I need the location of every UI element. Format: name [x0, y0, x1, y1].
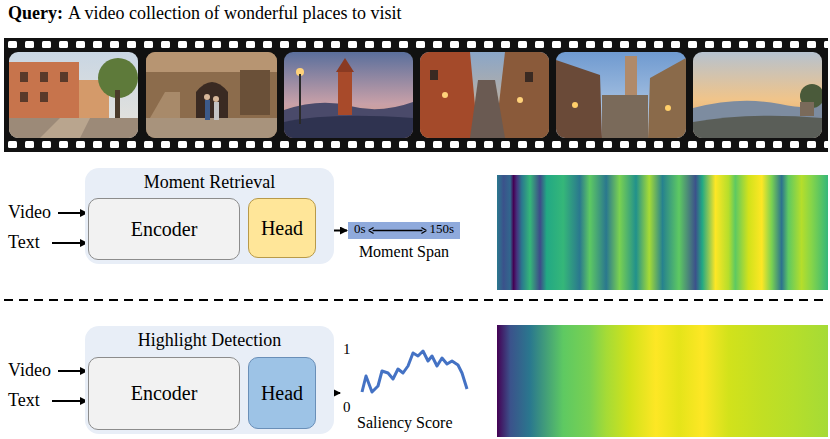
- input-label: Video: [8, 202, 51, 223]
- axis-tick: 1: [343, 341, 351, 358]
- module-panel: Moment RetrievalEncoder Head: [85, 168, 334, 264]
- query-label: Query:: [8, 3, 63, 24]
- panel-title: Moment Retrieval: [85, 168, 334, 193]
- span-start: 0s: [354, 222, 366, 237]
- box-label: Head: [261, 382, 303, 405]
- box-label: Encoder: [131, 382, 198, 405]
- panel-title: Highlight Detection: [85, 326, 334, 351]
- encoder-box: Encoder: [88, 198, 240, 260]
- axis-tick: 0: [343, 399, 351, 416]
- box-label: Encoder: [131, 218, 198, 241]
- input-label: Video: [8, 360, 51, 381]
- encoder-box: Encoder: [88, 357, 240, 430]
- query-text: A video collection of wonderful places t…: [68, 3, 401, 24]
- head-box: Head: [248, 357, 316, 429]
- box-label: Head: [261, 217, 303, 240]
- input-label: Text: [8, 390, 40, 411]
- module-panel: Highlight DetectionEncoder Head: [85, 326, 334, 434]
- axis-title: Saliency Score: [357, 414, 453, 432]
- head-box: Head: [248, 198, 316, 258]
- input-label: Text: [8, 232, 40, 253]
- double-arrow-line: [369, 228, 427, 234]
- moment-span-bar: 0s150sMoment Span: [348, 222, 460, 239]
- span-caption: Moment Span: [359, 243, 449, 261]
- span-end: 150s: [429, 222, 454, 237]
